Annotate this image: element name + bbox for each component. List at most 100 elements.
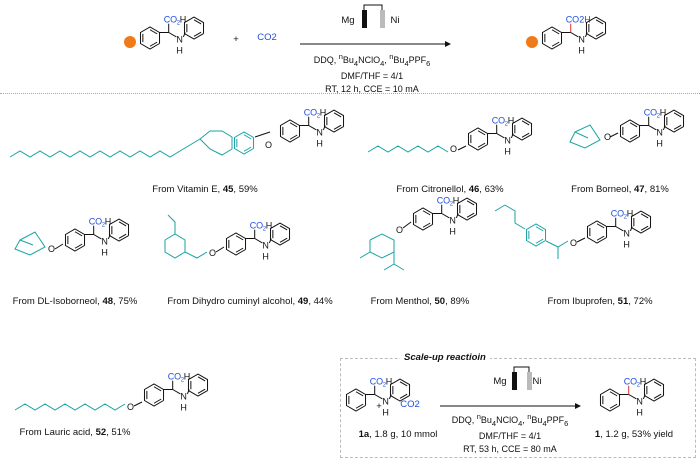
atom-label: O bbox=[127, 402, 134, 412]
linker bbox=[184, 251, 208, 259]
bond bbox=[596, 223, 605, 229]
atom-label: H bbox=[266, 221, 273, 231]
bond bbox=[54, 243, 64, 250]
bond bbox=[118, 221, 127, 227]
plus-sign: + bbox=[233, 34, 239, 45]
bond bbox=[570, 32, 579, 38]
bond bbox=[494, 204, 506, 212]
scale-up-box bbox=[340, 358, 696, 458]
subscript: 2 bbox=[317, 114, 321, 120]
benzene-ring bbox=[467, 127, 489, 151]
arrow-head bbox=[445, 41, 451, 47]
caption-48: From DL-Isoborneol, 48, 75% bbox=[12, 296, 138, 307]
caption-50: From Menthol, 50, 89% bbox=[370, 296, 470, 307]
atom-label: N bbox=[262, 240, 269, 250]
atom-label: N bbox=[101, 236, 108, 246]
bond bbox=[193, 31, 202, 37]
anode-label: Mg bbox=[341, 15, 355, 26]
bond bbox=[466, 200, 475, 206]
atom-label: H bbox=[578, 45, 585, 55]
benzene-ring bbox=[64, 228, 86, 252]
scale-conditions: DDQ, nBu4NClO4, nBu4PPF6 DMF/THF = 4/1 R… bbox=[451, 412, 569, 454]
bond bbox=[197, 388, 206, 394]
bond bbox=[551, 41, 560, 47]
scale-anode: Mg bbox=[493, 376, 507, 387]
carboxyl-label: CO bbox=[304, 108, 318, 118]
subscript: 2 bbox=[637, 383, 641, 389]
bond bbox=[254, 238, 263, 244]
isobutyl bbox=[504, 204, 526, 230]
bond bbox=[74, 231, 83, 237]
bond bbox=[399, 393, 408, 399]
bond bbox=[279, 225, 288, 231]
atom-label: H bbox=[105, 217, 112, 227]
carboxyl-label: CO bbox=[611, 209, 625, 219]
bond bbox=[521, 120, 530, 126]
atom-label: H bbox=[180, 15, 187, 25]
borneol-skeleton bbox=[569, 124, 601, 149]
bond bbox=[615, 226, 624, 232]
benzene-ring bbox=[143, 383, 165, 407]
mg-electrode-icon bbox=[512, 372, 517, 390]
scale-product-label: 1, 1.2 g, 53% yield bbox=[594, 429, 674, 440]
subscript: 2 bbox=[383, 383, 387, 389]
plus-sign: + bbox=[376, 401, 382, 412]
bond bbox=[595, 31, 604, 37]
bond bbox=[279, 237, 288, 243]
bond bbox=[118, 233, 127, 239]
scale-up-title: Scale-up reactioin bbox=[400, 352, 490, 363]
benzene-ring bbox=[585, 16, 607, 40]
benzene-ring bbox=[345, 388, 367, 412]
carboxyl-label: CO bbox=[168, 372, 182, 382]
atom-label: N bbox=[449, 215, 456, 225]
bond bbox=[289, 134, 298, 140]
bond bbox=[653, 393, 662, 399]
bond bbox=[629, 122, 638, 128]
atom-label: N bbox=[316, 127, 323, 137]
atom-label: N bbox=[623, 228, 630, 238]
bond bbox=[149, 41, 158, 47]
isopropenyl bbox=[167, 214, 176, 234]
bond bbox=[254, 131, 271, 138]
substituent-mascot-icon bbox=[124, 36, 136, 48]
benzene-ring bbox=[389, 378, 411, 402]
co2-reagent: CO2 bbox=[257, 32, 277, 43]
atom-label: H bbox=[453, 196, 460, 206]
atom-label: H bbox=[386, 377, 393, 387]
scale-solvent-condition: DMF/THF = 4/1 bbox=[478, 430, 542, 441]
bond bbox=[243, 146, 252, 152]
bond bbox=[289, 122, 298, 128]
atom-label: N bbox=[180, 391, 187, 401]
subscript: 2 bbox=[177, 21, 181, 27]
carboxyl-label: CO2H bbox=[566, 15, 591, 25]
subscript: 2 bbox=[181, 378, 185, 384]
atom-label: O bbox=[265, 140, 272, 150]
scale-time-current-condition: RT, 53 h, CCE = 80 mA bbox=[463, 443, 557, 454]
benzene-ring bbox=[599, 388, 621, 412]
bond bbox=[535, 226, 544, 232]
atom-label: H bbox=[636, 407, 643, 417]
bond bbox=[535, 238, 544, 244]
benzene-ring bbox=[108, 218, 130, 242]
bond bbox=[193, 19, 202, 25]
bond bbox=[609, 391, 618, 397]
bond bbox=[673, 112, 682, 118]
subscript: 2 bbox=[450, 202, 454, 208]
benzene-ring bbox=[187, 373, 209, 397]
bond bbox=[457, 145, 467, 151]
bond bbox=[521, 132, 530, 138]
bond bbox=[609, 403, 618, 409]
bond bbox=[640, 213, 649, 219]
bond bbox=[576, 237, 586, 243]
bond bbox=[355, 391, 364, 397]
benzene-ring bbox=[323, 109, 345, 133]
bond bbox=[466, 212, 475, 218]
circuit-wire bbox=[513, 366, 530, 372]
benzene-ring bbox=[233, 131, 255, 155]
atom-label: H bbox=[660, 108, 667, 118]
benzene-ring bbox=[511, 117, 533, 141]
bond bbox=[653, 381, 662, 387]
cathode-label: Ni bbox=[390, 15, 400, 26]
citronellol-chain bbox=[367, 145, 449, 153]
bond bbox=[93, 234, 102, 240]
